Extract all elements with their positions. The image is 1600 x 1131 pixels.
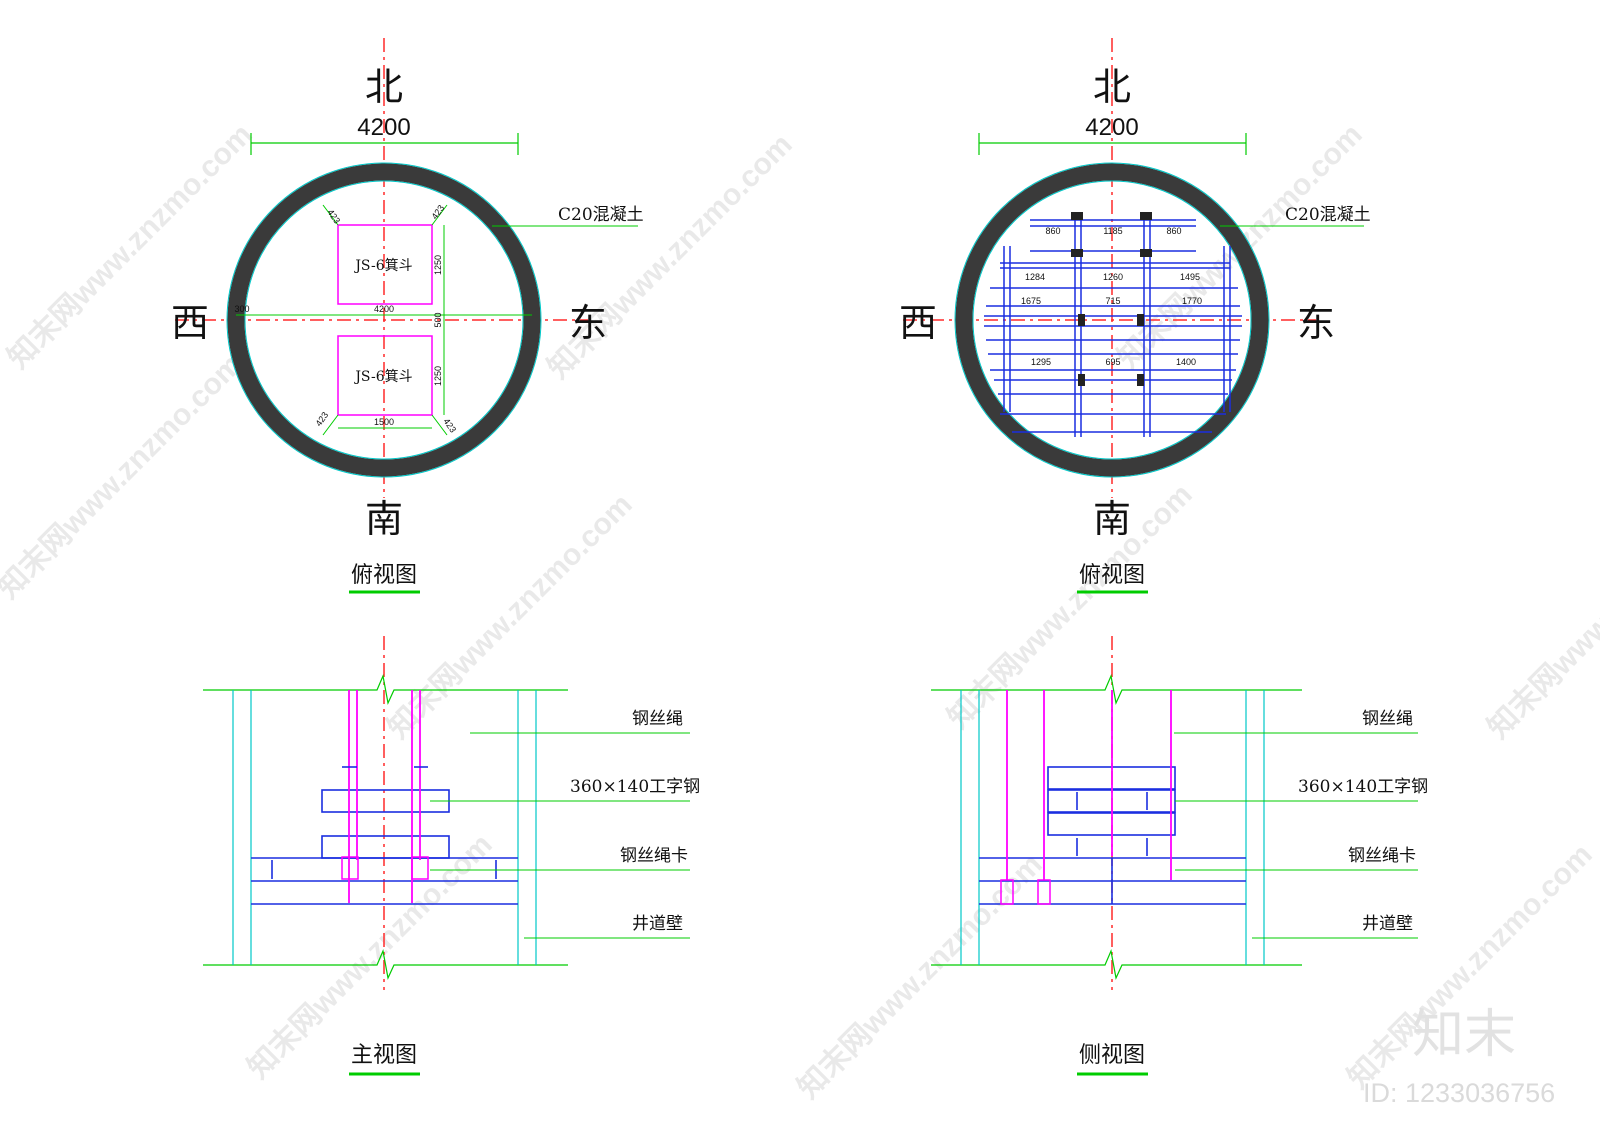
watermark-text: 知末网www.znzmo.com xyxy=(542,128,799,385)
watermark-text: 知末网www.znzmo.com xyxy=(1482,488,1600,745)
north-label: 北 xyxy=(365,65,403,109)
concrete-label: C20混凝土 xyxy=(558,205,644,225)
beam-dim: 1295 xyxy=(1031,357,1051,367)
image-id: ID: 1233036756 xyxy=(1363,1078,1555,1108)
watermark-text: 知末网www.znzmo.com xyxy=(942,478,1199,735)
wall-dim: 300 xyxy=(234,304,249,314)
watermark-text: 知末网www.znzmo.com xyxy=(0,348,249,605)
corner-dim: 423 xyxy=(441,416,458,434)
skip-label: JS-6箕斗 xyxy=(353,257,412,274)
watermark-text: 知末网www.znzmo.com xyxy=(2,118,259,375)
east-label: 东 xyxy=(569,301,607,345)
corner-dim: 423 xyxy=(429,203,446,221)
label-beam: 360×140工字钢 xyxy=(1298,777,1428,797)
label-clip: 钢丝绳卡 xyxy=(620,846,688,866)
beam-dim: 860 xyxy=(1166,226,1181,236)
beam-dim: 695 xyxy=(1105,357,1120,367)
beam-dim: 1260 xyxy=(1103,272,1123,282)
skip-box-south xyxy=(337,335,433,416)
side-view: 钢丝绳 360×140工字钢 钢丝绳卡 井道壁 侧视图 xyxy=(931,636,1428,1076)
shaft-ring xyxy=(955,163,1269,477)
west-label: 西 xyxy=(171,301,209,345)
label-beam: 360×140工字钢 xyxy=(570,777,700,797)
skip-box-north xyxy=(337,224,433,305)
width-dim: 4200 xyxy=(374,304,394,314)
label-clip: 钢丝绳卡 xyxy=(1348,846,1416,866)
beam-dim: 1400 xyxy=(1176,357,1196,367)
skip-width-dim: 1500 xyxy=(374,417,394,427)
beam-dim: 1185 xyxy=(1103,226,1122,236)
north-label: 北 xyxy=(1093,65,1131,109)
beam-dim: 1495 xyxy=(1180,272,1200,282)
watermark-text: 知末网www.znzmo.com xyxy=(792,848,1049,1105)
corner-dim: 423 xyxy=(325,207,342,225)
west-label: 西 xyxy=(899,301,937,345)
beam-dim: 715 xyxy=(1105,296,1120,306)
view-title: 主视图 xyxy=(351,1043,417,1068)
beam-dim: 860 xyxy=(1045,226,1060,236)
view-title: 俯视图 xyxy=(1079,563,1145,588)
shaft-ring xyxy=(227,163,541,477)
skip-label: JS-6箕斗 xyxy=(353,368,412,385)
view-title: 俯视图 xyxy=(351,563,417,588)
skip-depth-dim: 1250 xyxy=(433,366,443,386)
gap-dim: 500 xyxy=(433,312,443,327)
plan-view-left: 4200 北 南 西 东 C20混凝土 JS-6箕斗 JS-6箕斗 4200 3… xyxy=(171,38,644,594)
rope-clips xyxy=(1071,212,1152,386)
east-label: 东 xyxy=(1297,301,1335,345)
corner-dim: 423 xyxy=(313,410,330,428)
brand-logo: 知末 xyxy=(1412,1005,1516,1065)
view-title: 侧视图 xyxy=(1079,1043,1145,1068)
south-label: 南 xyxy=(365,497,403,541)
label-rope: 钢丝绳 xyxy=(632,709,683,729)
front-view: 钢丝绳 360×140工字钢 钢丝绳卡 井道壁 主视图 xyxy=(203,636,700,1076)
label-rope: 钢丝绳 xyxy=(1362,709,1413,729)
beam-dim: 1770 xyxy=(1182,296,1202,306)
label-wall: 井道壁 xyxy=(632,914,683,934)
skip-depth-dim: 1250 xyxy=(433,255,443,275)
beam-grid xyxy=(984,212,1242,437)
concrete-label: C20混凝土 xyxy=(1285,205,1371,225)
label-wall: 井道壁 xyxy=(1362,914,1413,934)
diameter-dim: 4200 xyxy=(357,114,410,141)
beam-dim: 1675 xyxy=(1021,296,1041,306)
plan-view-right: 4200 北 南 西 东 C20混凝土 xyxy=(899,38,1371,594)
south-label: 南 xyxy=(1093,497,1131,541)
beam-dim: 1284 xyxy=(1025,272,1045,282)
diameter-dim: 4200 xyxy=(1085,114,1138,141)
